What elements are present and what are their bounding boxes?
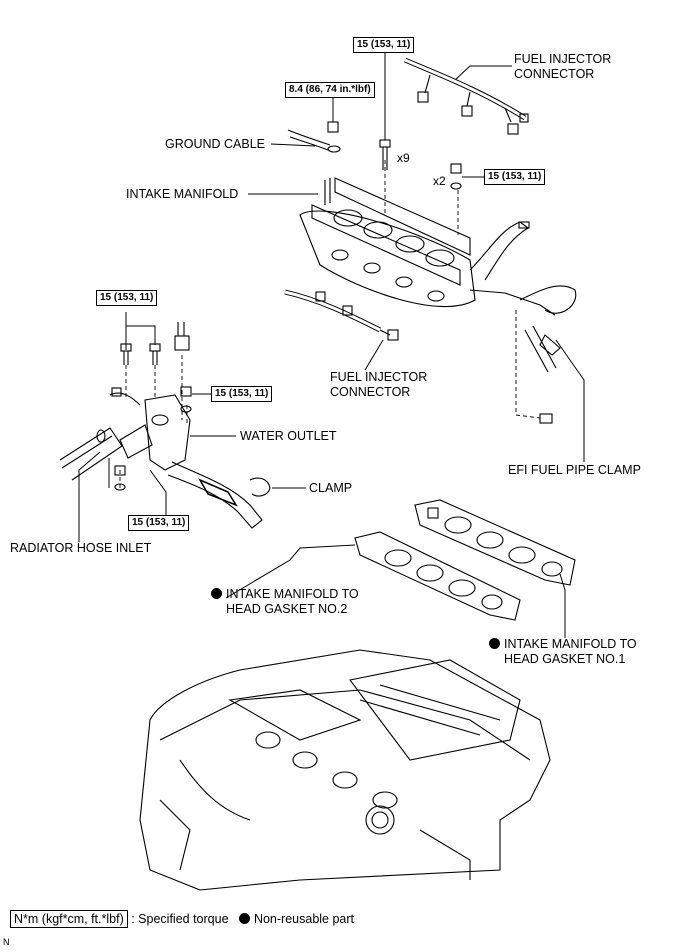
torque-manifold-bolts: 15 (153, 11) (353, 37, 415, 53)
manifold-nuts (450, 163, 462, 190)
legend-torque-text: : Specified torque (131, 912, 229, 926)
water-hose (167, 461, 263, 529)
legend-torque-unit: N*m (kgf*cm, ft.*lbf) (10, 910, 128, 928)
non-reusable-dot-icon (211, 588, 222, 599)
torque-water-outlet-nut-bottom: 15 (153, 11) (128, 515, 190, 531)
intake-manifold (299, 177, 577, 316)
radiator-hose-inlet (59, 427, 123, 481)
label-gasket-no1: INTAKE MANIFOLD TO HEAD GASKET NO.1 (489, 637, 637, 667)
label-radiator-hose-inlet: RADIATOR HOSE INLET (10, 541, 152, 555)
label-intake-manifold: INTAKE MANIFOLD (126, 187, 239, 201)
label-fuel-injector-connector-top: FUEL INJECTOR CONNECTOR (514, 52, 612, 81)
ground-cable (287, 121, 341, 153)
fuel-injector-connector-harness-top (404, 57, 529, 135)
manifold-bolt (379, 139, 391, 170)
label-water-outlet: WATER OUTLET (240, 429, 337, 443)
torque-water-outlet-bolts: 15 (153, 11) (96, 290, 158, 306)
legend-nonreusable-text: Non-reusable part (253, 912, 355, 926)
hose-clamp (249, 477, 271, 497)
legend: N*m (kgf*cm, ft.*lbf) : Specified torque… (10, 910, 355, 928)
label-fuel-injector-connector-mid: FUEL INJECTOR CONNECTOR (330, 370, 428, 399)
efi-fuel-pipe-clamp (524, 325, 561, 424)
label-gasket-no2: INTAKE MANIFOLD TO HEAD GASKET NO.2 (211, 587, 359, 617)
nut-count: x2 (433, 174, 446, 188)
torque-water-outlet-nut-top: 15 (153, 11) (211, 386, 273, 402)
fuel-injector-connector-harness-mid (284, 289, 399, 341)
non-reusable-dot-icon (238, 913, 250, 924)
engine-block (139, 649, 551, 891)
leader-lines (78, 50, 585, 638)
water-outlet-bolts (120, 322, 190, 365)
corner-mark: N (3, 937, 10, 947)
bolt-count: x9 (397, 151, 410, 165)
water-outlet-nuts (114, 386, 192, 491)
water-outlet (109, 387, 191, 471)
gasket-no2 (354, 531, 521, 621)
label-clamp: CLAMP (309, 481, 353, 495)
label-efi-fuel-pipe-clamp: EFI FUEL PIPE CLAMP (508, 463, 641, 477)
torque-ground-nut: 8.4 (86, 74 in.*lbf) (285, 82, 375, 98)
gasket-no1 (414, 499, 576, 586)
non-reusable-dot-icon (489, 638, 500, 649)
label-ground-cable: GROUND CABLE (165, 137, 266, 151)
torque-manifold-nuts: 15 (153, 11) (484, 169, 546, 185)
